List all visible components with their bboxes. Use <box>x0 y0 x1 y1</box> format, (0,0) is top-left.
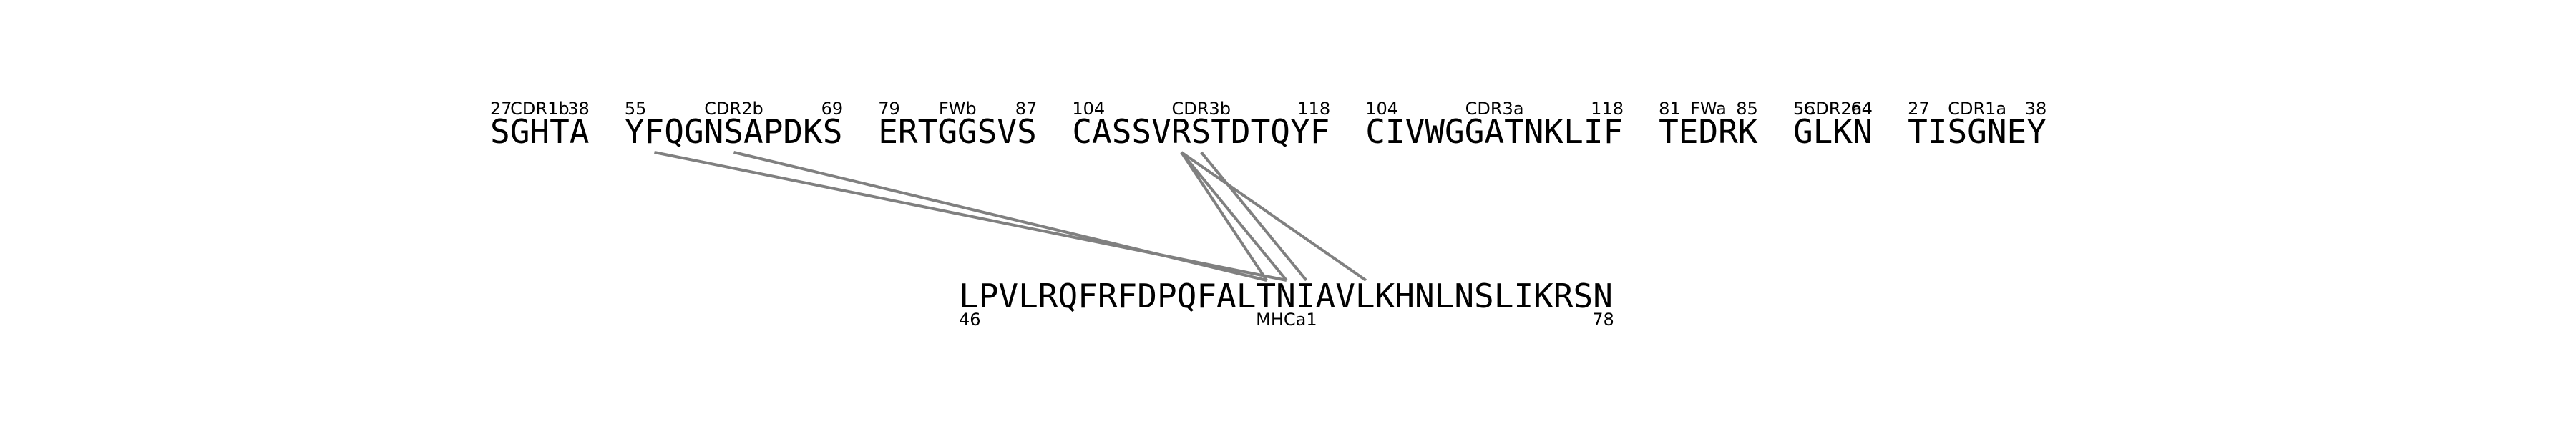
segment-name: CDR2b <box>704 99 763 119</box>
segment-name: FWa <box>1690 99 1727 119</box>
segment-sequence: ERTGGSVS <box>878 112 1037 151</box>
segment-sequence: TISGNEY <box>1908 112 2046 151</box>
segment-name: CDR3a <box>1465 99 1524 119</box>
segment-sequence: YFQGNSAPDKS <box>625 112 843 151</box>
segment-end-index: 69 <box>821 99 844 119</box>
segment-sequence: CASSVRSTDTQYF <box>1072 112 1330 151</box>
target-start-index: 46 <box>959 310 981 330</box>
segment-end-index: 38 <box>2025 99 2047 119</box>
contact-line <box>1180 151 1367 282</box>
contact-line <box>1200 151 1308 282</box>
segment-name: CDR2a <box>1804 99 1863 119</box>
segment-name: CDR1a <box>1948 99 2006 119</box>
segment-end-index: 118 <box>1297 99 1330 119</box>
contact-line <box>733 151 1267 282</box>
segment-start-index: 56 <box>1793 99 1815 119</box>
target-end-index: 78 <box>1592 310 1614 330</box>
segment-end-index: 118 <box>1591 99 1624 119</box>
segment-sequence: SGHTA <box>490 112 589 151</box>
segment-start-index: 55 <box>625 99 647 119</box>
contact-line <box>1180 151 1288 282</box>
contact-line <box>1180 151 1268 282</box>
segment-start-index: 104 <box>1072 99 1105 119</box>
segment-name: FWb <box>939 99 977 119</box>
segment-name: CDR3b <box>1172 99 1231 119</box>
segment-start-index: 104 <box>1365 99 1398 119</box>
segment-end-index: 38 <box>567 99 590 119</box>
segment-start-index: 81 <box>1659 99 1681 119</box>
segment-start-index: 27 <box>1908 99 1930 119</box>
target-sequence-text: LPVLRQFRFDPQFALTNIAVLKHNLNSLIKRSN <box>959 277 1613 315</box>
target-name: MHCa1 <box>1256 310 1317 330</box>
segment-sequence: TEDRK <box>1659 112 1758 151</box>
segment-end-index: 85 <box>1736 99 1758 119</box>
segment-sequence: GLKN <box>1793 112 1873 151</box>
contact-links <box>654 151 1367 282</box>
segment-start-index: 79 <box>878 99 900 119</box>
segment-name: CDR1b <box>510 99 569 119</box>
segment-end-index: 87 <box>1015 99 1038 119</box>
segment-start-index: 27 <box>490 99 512 119</box>
segment-end-index: 64 <box>1850 99 1873 119</box>
segment-sequence: CIVWGGATNKLIF <box>1365 112 1623 151</box>
